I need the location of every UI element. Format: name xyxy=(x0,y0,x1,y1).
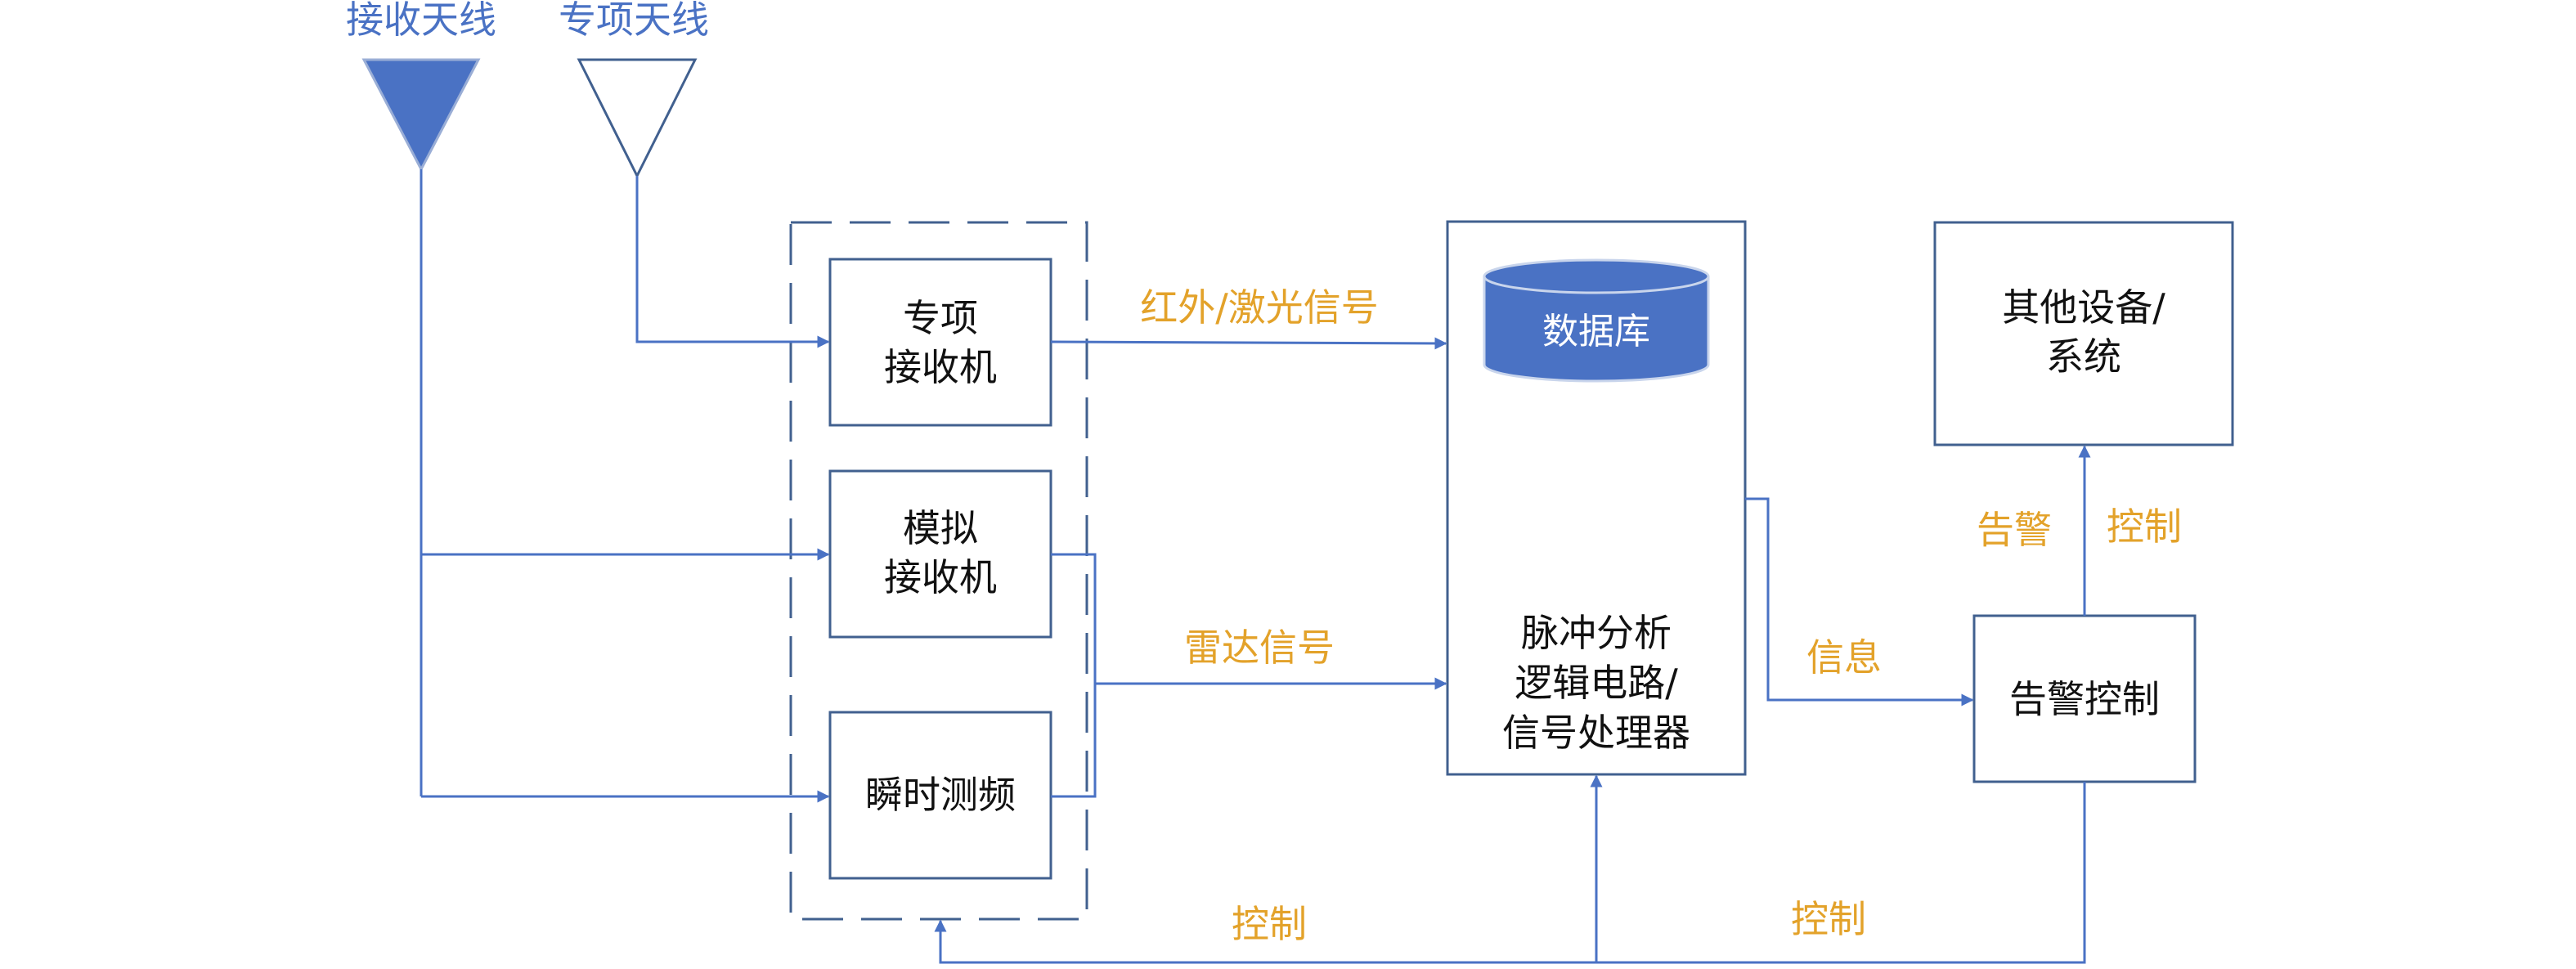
special-receiver-box: 专项 接收机 xyxy=(828,258,1052,427)
special-antenna-feed-arrow xyxy=(635,176,830,348)
other-systems-box: 其他设备/ 系统 xyxy=(1933,221,2234,446)
analog-receiver-line-2: 接收机 xyxy=(884,555,997,599)
ir-laser-signal-label: 红外/激光信号 xyxy=(1140,285,1379,330)
processor-line-2: 逻辑电路/ xyxy=(1515,661,1678,705)
ifm-receiver-box: 瞬时测频 xyxy=(828,711,1052,880)
processor-line-3: 信号处理器 xyxy=(1502,711,1690,755)
receive-antenna-icon xyxy=(361,58,481,173)
ifm-receiver-label: 瞬时测频 xyxy=(865,773,1016,817)
analog-receiver-line-1: 模拟 xyxy=(903,506,978,550)
control-bottom-right-label: 控制 xyxy=(1791,897,1866,941)
special-antenna-icon xyxy=(577,58,698,179)
special-antenna-label: 专项天线 xyxy=(559,0,709,42)
receiver-group-frame xyxy=(789,221,1088,921)
info-arrow xyxy=(1745,497,1974,707)
special-receiver-line-2: 接收机 xyxy=(884,345,997,389)
connectors xyxy=(420,169,2091,964)
other-systems-line-2: 系统 xyxy=(2046,334,2121,379)
database-label: 数据库 xyxy=(1542,311,1650,352)
radar-signal-label: 雷达信号 xyxy=(1184,626,1335,670)
analog-receiver-box: 模拟 接收机 xyxy=(828,469,1052,639)
processor-line-1: 脉冲分析 xyxy=(1521,611,1672,655)
control-to-receivers-arrow xyxy=(934,782,2086,964)
radar-combine-line xyxy=(1051,553,1097,798)
alarm-control-label: 告警控制 xyxy=(2009,677,2160,721)
alarm-control-box: 告警控制 xyxy=(1972,614,2197,783)
other-systems-line-1: 其他设备/ xyxy=(2002,285,2165,330)
control-up-label: 控制 xyxy=(2107,505,2182,549)
alarm-label: 告警 xyxy=(1977,508,2052,552)
receive-antenna-label: 接收天线 xyxy=(346,0,496,42)
info-label: 信息 xyxy=(1806,635,1882,680)
ir-laser-signal-arrow xyxy=(1050,337,1447,350)
special-receiver-line-1: 专项 xyxy=(903,296,978,340)
processor-box: 数据库 脉冲分析 逻辑电路/ 信号处理器 xyxy=(1446,220,1747,776)
database-icon xyxy=(1483,258,1710,383)
control-bottom-left-label: 控制 xyxy=(1232,902,1307,946)
